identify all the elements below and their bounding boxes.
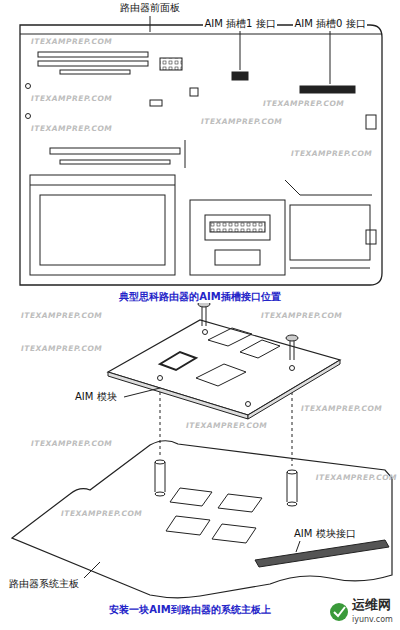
system-board	[12, 441, 392, 598]
watermark: ITEXAMPREP.COM	[60, 510, 143, 519]
watermark: ITEXAMPREP.COM	[30, 125, 113, 134]
logo-text: 运维网	[351, 598, 392, 613]
watermark: ITEXAMPREP.COM	[30, 440, 113, 449]
watermark: ITEXAMPREP.COM	[20, 312, 103, 321]
watermark: ITEXAMPREP.COM	[260, 312, 343, 321]
part-label: 路由器系统主板	[8, 578, 80, 590]
leader-line	[330, 31, 331, 84]
aim-install-view	[12, 301, 392, 598]
router-top-view	[20, 16, 382, 285]
leader-line	[124, 388, 160, 397]
part-label: AIM 插槽0 接口	[293, 18, 366, 30]
site-logo	[330, 603, 348, 621]
watermark: ITEXAMPREP.COM	[30, 95, 113, 104]
watermark: ITEXAMPREP.COM	[20, 345, 103, 354]
watermark: ITEXAMPREP.COM	[290, 150, 373, 159]
aim-connector	[255, 540, 389, 567]
watermark: ITEXAMPREP.COM	[200, 118, 283, 127]
figure-caption: 安装一块AIM到路由器的系统主板上	[108, 604, 271, 616]
watermark: ITEXAMPREP.COM	[262, 100, 345, 109]
watermark: ITEXAMPREP.COM	[185, 422, 268, 431]
part-label: AIM 模块接口	[293, 528, 357, 540]
part-label: AIM 插槽1 接口	[203, 18, 276, 30]
watermark: ITEXAMPREP.COM	[30, 38, 113, 47]
leader-line	[150, 16, 151, 32]
logo-text: iyunv.com	[351, 615, 394, 624]
leader-line	[84, 562, 100, 578]
watermark: ITEXAMPREP.COM	[315, 474, 398, 483]
watermark: ITEXAMPREP.COM	[300, 405, 383, 414]
part-label: 路由器前面板	[119, 2, 181, 14]
leader-line	[296, 541, 300, 552]
leader-line	[240, 31, 241, 70]
part-label: AIM 模块	[74, 391, 118, 403]
aim-module	[108, 320, 340, 415]
figure-caption: 典型思科路由器的AIM插槽接口位置	[118, 291, 281, 303]
